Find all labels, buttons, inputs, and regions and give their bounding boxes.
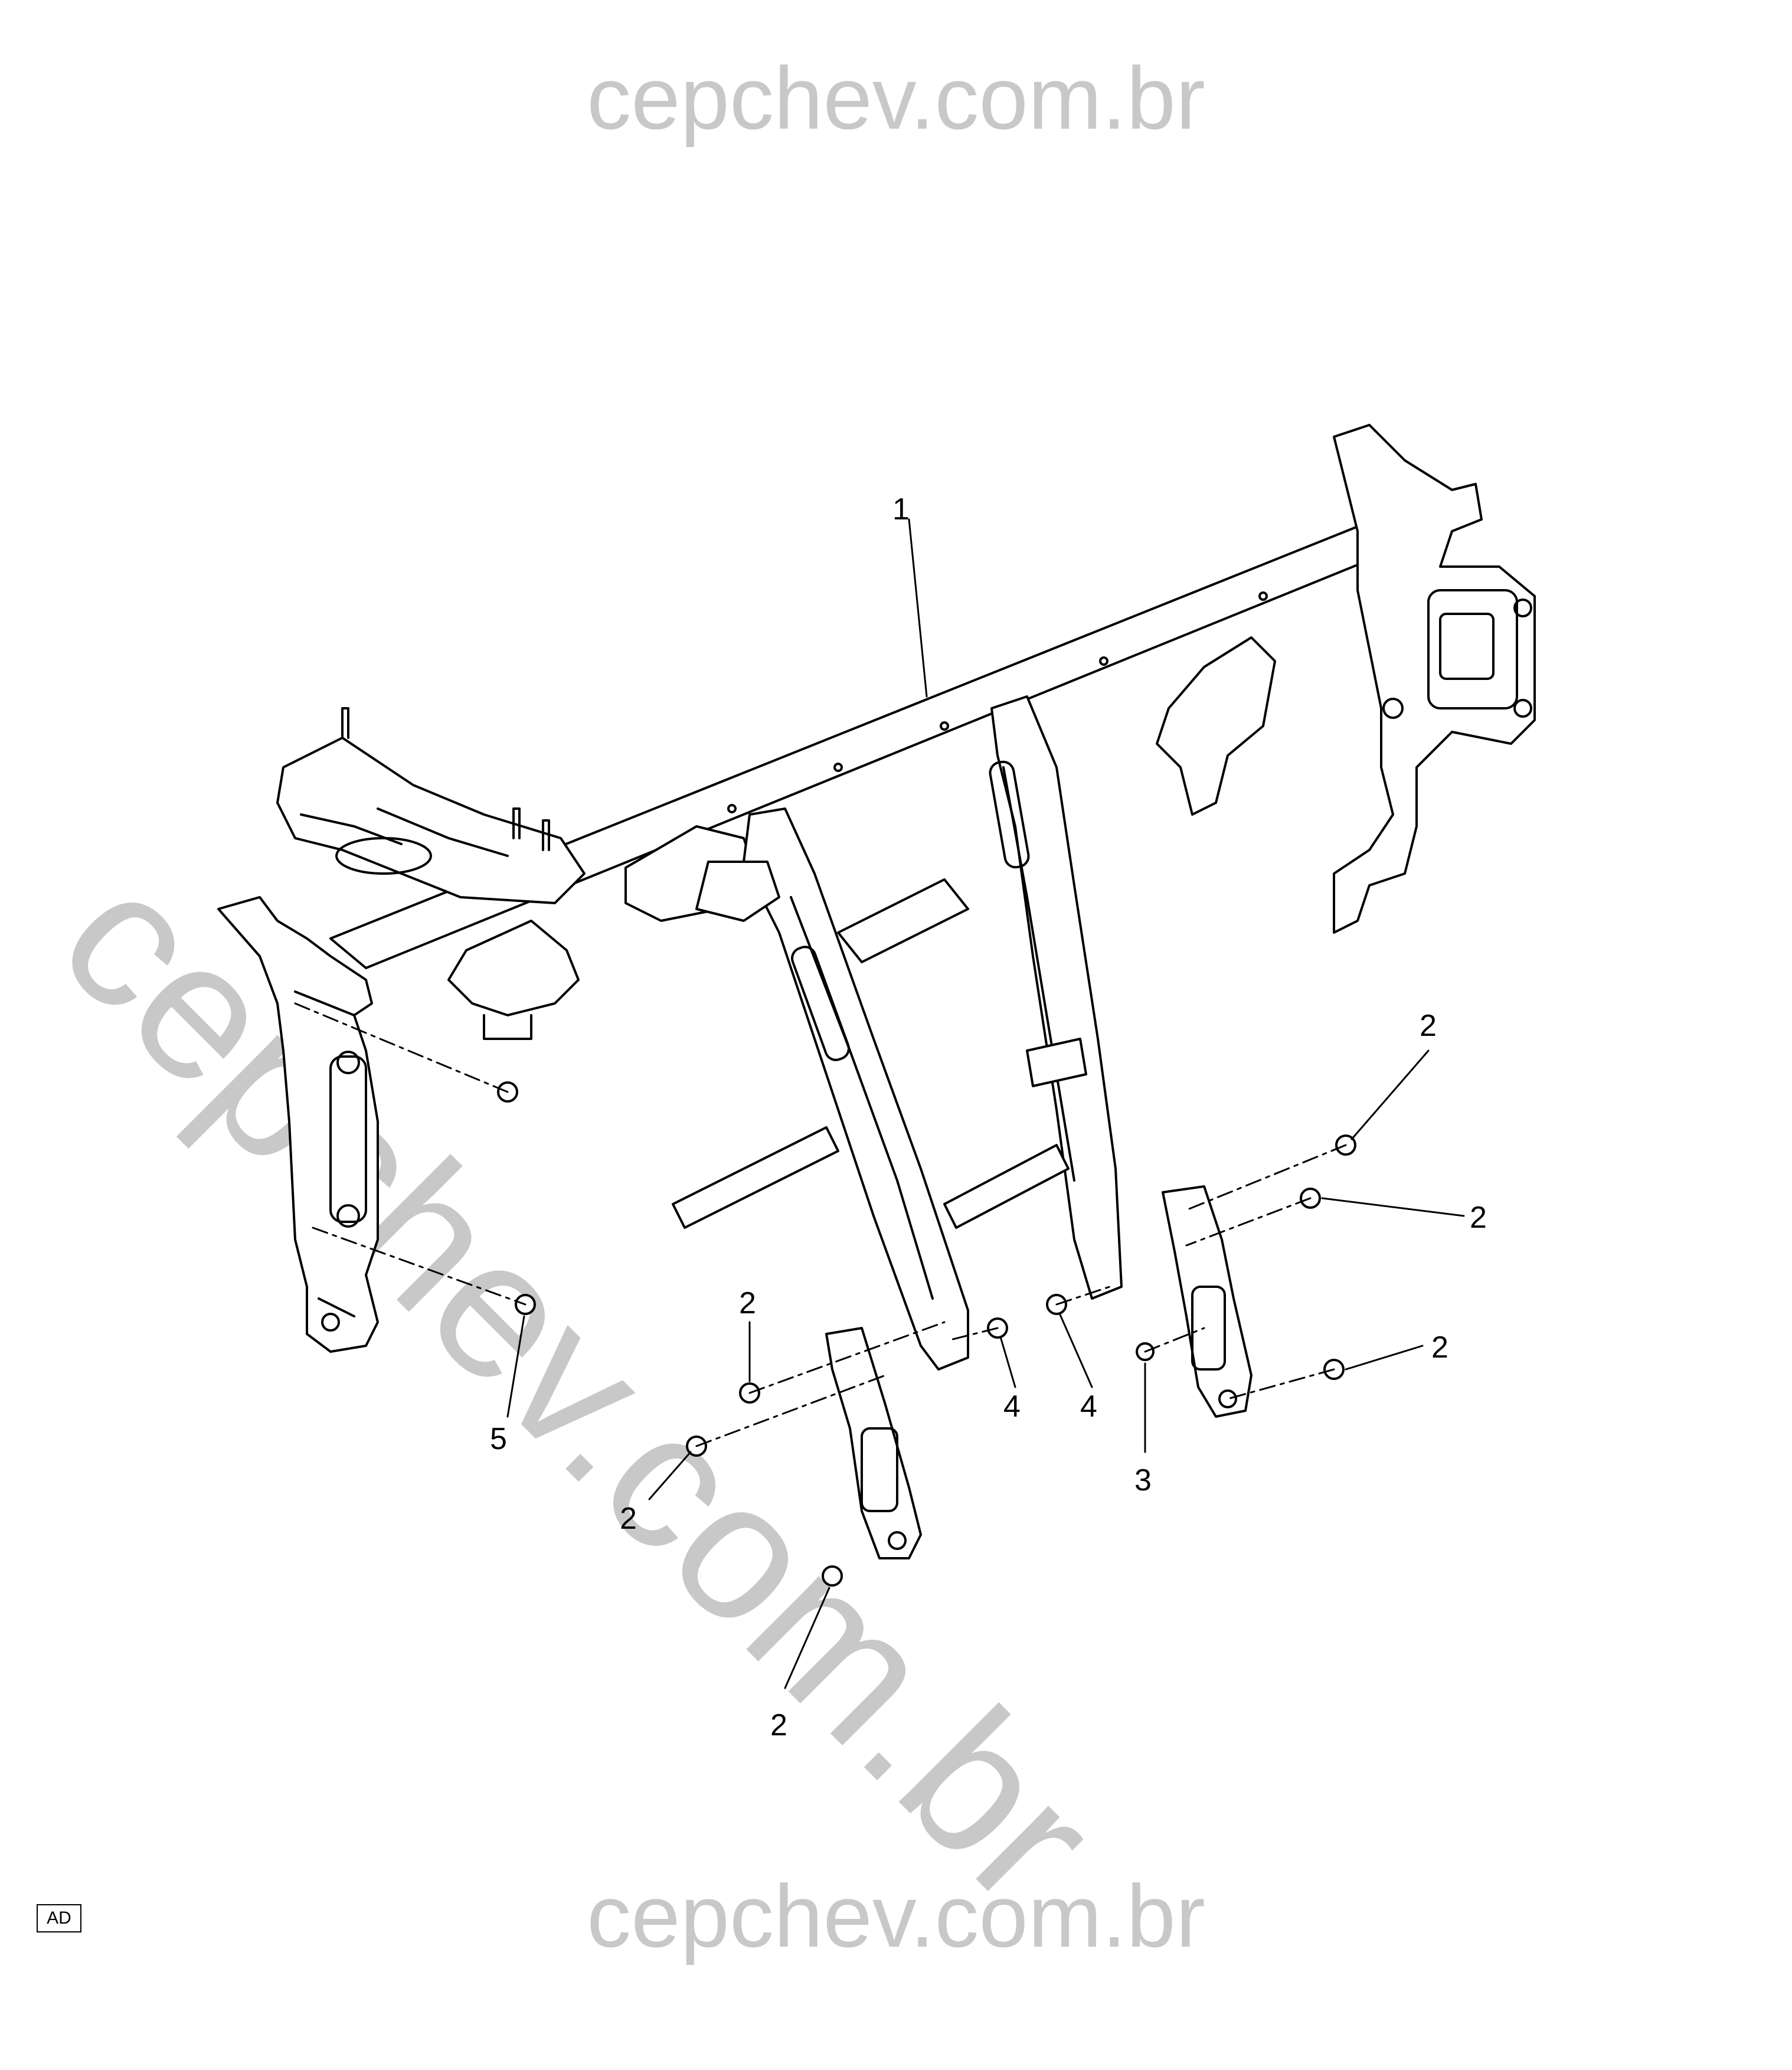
- leader-lines: [506, 518, 1465, 1689]
- callout-2f: 2: [770, 1708, 787, 1742]
- callout-4b: 4: [1080, 1389, 1097, 1424]
- right-end-bracket: [1156, 424, 1536, 934]
- callout-4a: 4: [1003, 1389, 1021, 1424]
- watermark-top: cepchev.com.br: [587, 48, 1205, 148]
- callout-2a: 2: [1420, 1009, 1437, 1043]
- callout-2b: 2: [1470, 1201, 1487, 1235]
- callout-1: 1: [892, 492, 910, 527]
- lower-right-knee-bracket: [1162, 1185, 1253, 1418]
- left-side-bracket: [217, 896, 379, 1353]
- fasteners: [497, 1081, 1356, 1587]
- callout-2e: 2: [620, 1502, 637, 1536]
- ad-badge: AD: [37, 1904, 81, 1932]
- callout-labels: 1 2 2 2 2 2 2 3 4 4 5: [490, 492, 1487, 1742]
- diagram-stage: cepchev.com.br cepchev.com.br cepchev.co…: [21, 48, 1536, 1966]
- cross-braces: [672, 878, 1070, 1229]
- center-bracket: [447, 825, 757, 1040]
- center-right-support: [989, 695, 1123, 1300]
- callout-5: 5: [490, 1422, 507, 1456]
- alignment-lines: [294, 1002, 1347, 1447]
- lower-left-knee-bracket: [825, 1327, 922, 1559]
- callout-2c: 2: [1431, 1330, 1448, 1365]
- callout-3: 3: [1134, 1463, 1152, 1497]
- callout-2d: 2: [739, 1286, 756, 1320]
- exploded-parts-diagram: 1 2 2 2 2 2 2 3 4 4 5: [217, 424, 1536, 1742]
- center-left-support: [695, 807, 969, 1371]
- watermark-bottom: cepchev.com.br: [587, 1866, 1205, 1966]
- left-end-bracket: [276, 707, 586, 904]
